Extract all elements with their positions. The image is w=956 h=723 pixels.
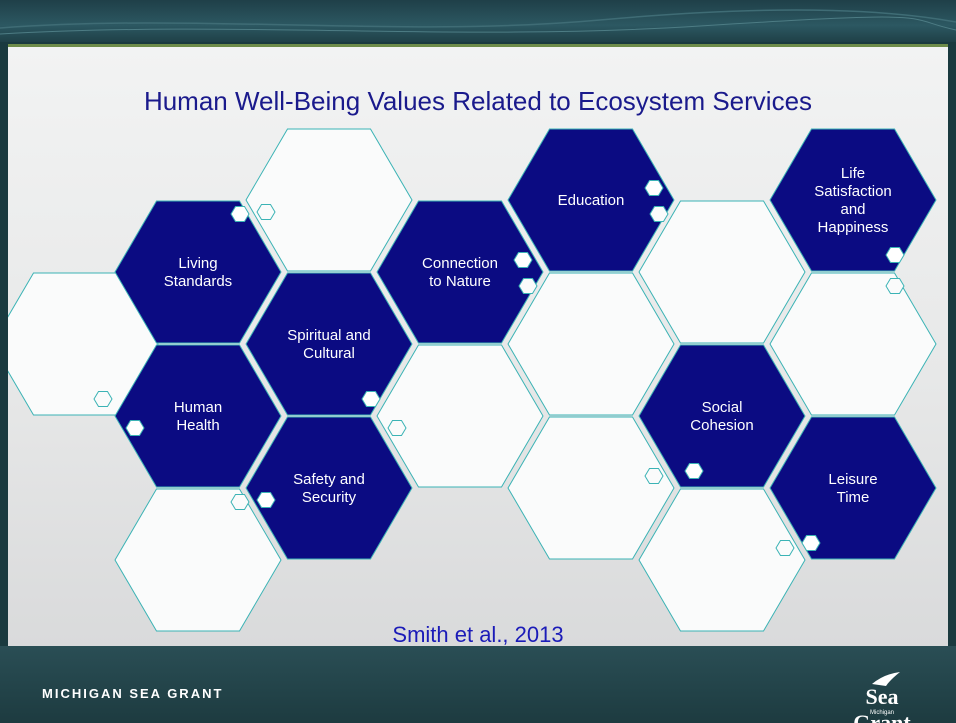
hexagon-empty-9: [769, 272, 937, 416]
hexagon-label: Human: [174, 399, 222, 416]
hexagon-label: Living: [178, 255, 217, 272]
hexagon-empty-4: [376, 344, 544, 488]
hexagon-label: Cohesion: [690, 417, 753, 434]
connector-hex-icon: [230, 494, 250, 510]
hexagon-label: Connection: [422, 255, 498, 272]
hexagon-label: and: [840, 201, 865, 218]
hexagon-shape: [114, 200, 282, 344]
sea-grant-logo: Sea Grant Michigan: [842, 670, 922, 723]
hexagon-shape: [376, 344, 544, 488]
footer-brand: MICHIGAN SEA GRANT: [42, 686, 224, 701]
hexagon-shape: [769, 128, 937, 272]
hexagon-shape: [638, 200, 806, 344]
hexagon-shape: [114, 488, 282, 632]
connector-hex-icon: [513, 252, 533, 268]
hexagon-shape: [114, 344, 282, 488]
wave-decoration: [0, 9, 956, 35]
connector-hex-icon: [644, 180, 664, 196]
hexagon-shape: [245, 272, 413, 416]
hexagon-label: Health: [176, 417, 219, 434]
hexagon-label: Satisfaction: [814, 183, 892, 200]
hexagon-shape: [376, 200, 544, 344]
hexagon-label: Life: [841, 165, 865, 182]
hexagon-label: Spiritual and: [287, 327, 370, 344]
hexagon-label: Cultural: [303, 345, 355, 362]
hexagon-shape: [245, 416, 413, 560]
hexagon-empty-3: [245, 128, 413, 272]
hexagon-empty-7: [638, 200, 806, 344]
connector-hex-icon: [644, 468, 664, 484]
hexagon-empty-2: [114, 488, 282, 632]
connector-hex-icon: [256, 204, 276, 220]
hexagon-label: Social: [702, 399, 743, 416]
hexagon-label: Leisure: [828, 471, 877, 488]
hexagon-empty-5: [507, 272, 675, 416]
connector-hex-icon: [256, 492, 276, 508]
hexagon-shape: [769, 272, 937, 416]
connector-hex-icon: [361, 391, 381, 407]
hexagon-empty-8: [638, 488, 806, 632]
hexagon-label: Safety and: [293, 471, 365, 488]
hexagon-shape: [8, 272, 159, 416]
hexagon-shape: [507, 272, 675, 416]
connector-hex-icon: [125, 420, 145, 436]
connector-hex-icon: [684, 463, 704, 479]
hexagon-label: Time: [837, 489, 870, 506]
connector-hex-icon: [775, 540, 795, 556]
citation: Smith et al., 2013: [392, 622, 564, 647]
connector-hex-icon: [93, 391, 113, 407]
connector-hex-icon: [885, 278, 905, 294]
connector-hex-icon: [801, 535, 821, 551]
footer: MICHIGAN SEA GRANT Sea Grant Michigan: [0, 646, 956, 723]
hexagon-shape: [507, 128, 675, 272]
slide-title: Human Well-Being Values Related to Ecosy…: [143, 86, 813, 116]
connector-hex-icon: [387, 420, 407, 436]
hexagon-label: Security: [302, 489, 357, 506]
hexagon-education: Education: [507, 128, 675, 272]
connector-hex-icon: [230, 206, 250, 222]
top-banner: [0, 0, 956, 42]
hexagon-empty-1: [8, 272, 159, 416]
connector-hex-icon: [518, 278, 538, 294]
hexagon-shape: [245, 128, 413, 272]
hexagon-label: Happiness: [818, 219, 889, 236]
hexagon-shape: [638, 344, 806, 488]
hexagon-shape: [507, 416, 675, 560]
hexagon-empty-6: [507, 416, 675, 560]
hexagon-label: to Nature: [429, 273, 491, 290]
connector-hex-icon: [649, 206, 669, 222]
hexagon-label: Education: [558, 192, 625, 209]
hexagon-shape: [638, 488, 806, 632]
hexagon-label: Standards: [164, 273, 232, 290]
connector-hex-icon: [885, 247, 905, 263]
bird-icon: [872, 672, 900, 686]
hexagon-shape: [769, 416, 937, 560]
